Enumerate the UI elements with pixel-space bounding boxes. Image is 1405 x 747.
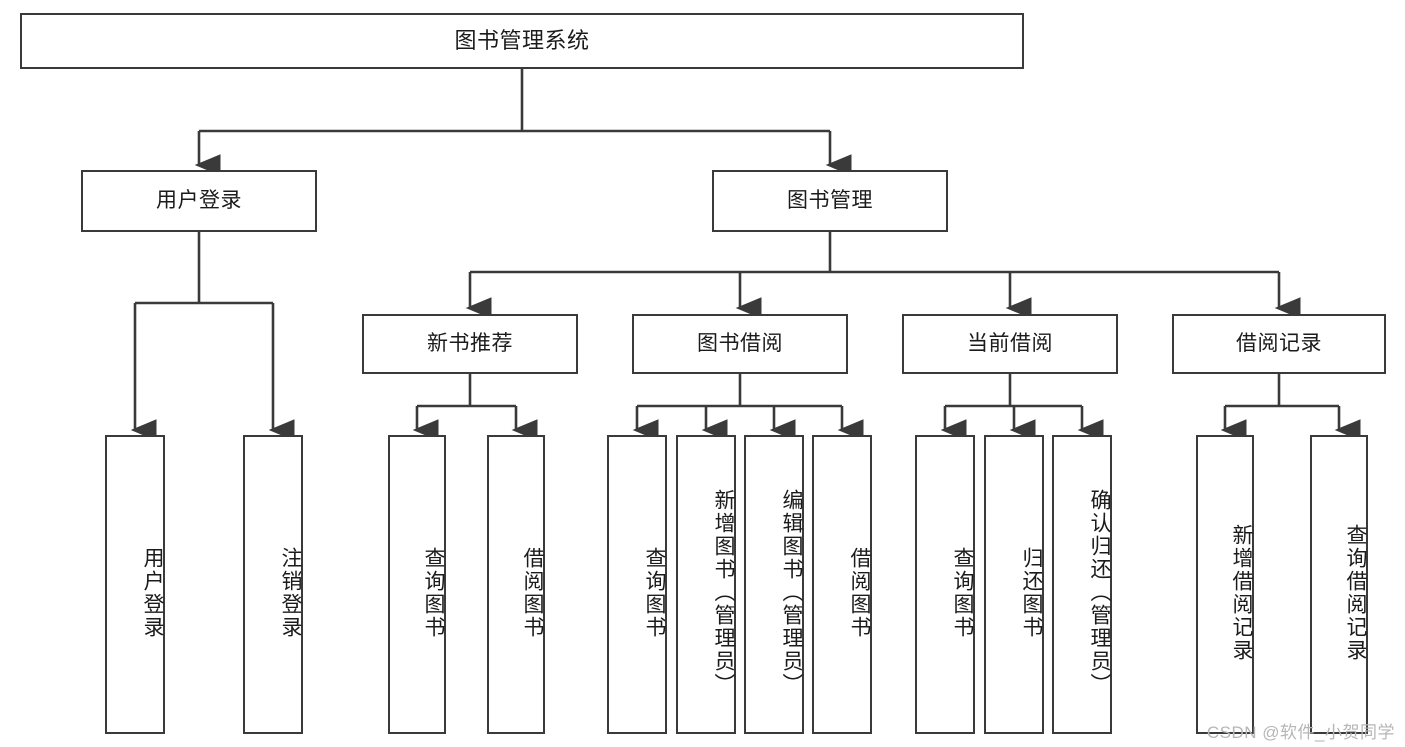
node-user-login[interactable]: 用户登录 (81, 170, 317, 232)
node-leaf-borrow-book-2-label: 借阅图书 (848, 546, 871, 639)
node-leaf-borrow-book-1-label: 借阅图书 (521, 546, 544, 639)
node-leaf-user-login-label: 用户登录 (141, 546, 164, 639)
node-root[interactable]: 图书管理系统 (20, 13, 1024, 69)
node-root-label: 图书管理系统 (454, 27, 590, 53)
node-leaf-logout-label: 注销登录 (279, 546, 302, 639)
node-leaf-query-book-1-label: 查询图书 (422, 546, 445, 639)
node-leaf-logout[interactable]: 注销登录 (243, 435, 303, 734)
node-current-borrow-label: 当前借阅 (967, 331, 1053, 355)
node-user-login-label: 用户登录 (156, 188, 242, 212)
node-new-book-recommend-label: 新书推荐 (427, 331, 513, 355)
node-leaf-edit-book-label: 编辑图书（管理员） (780, 489, 803, 696)
node-leaf-add-book[interactable]: 新增图书（管理员） (676, 435, 736, 734)
node-leaf-query-book-1[interactable]: 查询图书 (388, 435, 446, 734)
node-leaf-query-book-2-label: 查询图书 (643, 546, 666, 639)
node-leaf-return-book-label: 归还图书 (1020, 546, 1043, 639)
node-borrow-record[interactable]: 借阅记录 (1172, 314, 1386, 374)
node-leaf-add-book-label: 新增图书（管理员） (712, 489, 735, 696)
node-leaf-query-record-label: 查询借阅记录 (1344, 523, 1367, 662)
node-leaf-query-book-2[interactable]: 查询图书 (607, 435, 667, 734)
node-borrow-record-label: 借阅记录 (1236, 331, 1322, 355)
node-leaf-add-record-label: 新增借阅记录 (1230, 523, 1253, 662)
node-book-borrow[interactable]: 图书借阅 (632, 314, 848, 374)
node-leaf-borrow-book-2[interactable]: 借阅图书 (812, 435, 872, 734)
watermark-text: CSDN @软件_小贺同学 (1206, 723, 1395, 742)
node-leaf-confirm-return-label: 确认归还（管理员） (1088, 489, 1111, 696)
node-leaf-user-login[interactable]: 用户登录 (105, 435, 165, 734)
node-leaf-add-record[interactable]: 新增借阅记录 (1196, 435, 1254, 734)
node-leaf-edit-book[interactable]: 编辑图书（管理员） (744, 435, 804, 734)
node-leaf-confirm-return[interactable]: 确认归还（管理员） (1052, 435, 1112, 734)
node-book-manage[interactable]: 图书管理 (712, 170, 948, 232)
node-new-book-recommend[interactable]: 新书推荐 (362, 314, 578, 374)
node-leaf-borrow-book-1[interactable]: 借阅图书 (487, 435, 545, 734)
node-leaf-query-record[interactable]: 查询借阅记录 (1310, 435, 1368, 734)
node-leaf-return-book[interactable]: 归还图书 (984, 435, 1044, 734)
node-book-manage-label: 图书管理 (787, 188, 873, 212)
node-current-borrow[interactable]: 当前借阅 (902, 314, 1118, 374)
node-leaf-query-book-3[interactable]: 查询图书 (915, 435, 975, 734)
node-book-borrow-label: 图书借阅 (697, 331, 783, 355)
node-leaf-query-book-3-label: 查询图书 (951, 546, 974, 639)
